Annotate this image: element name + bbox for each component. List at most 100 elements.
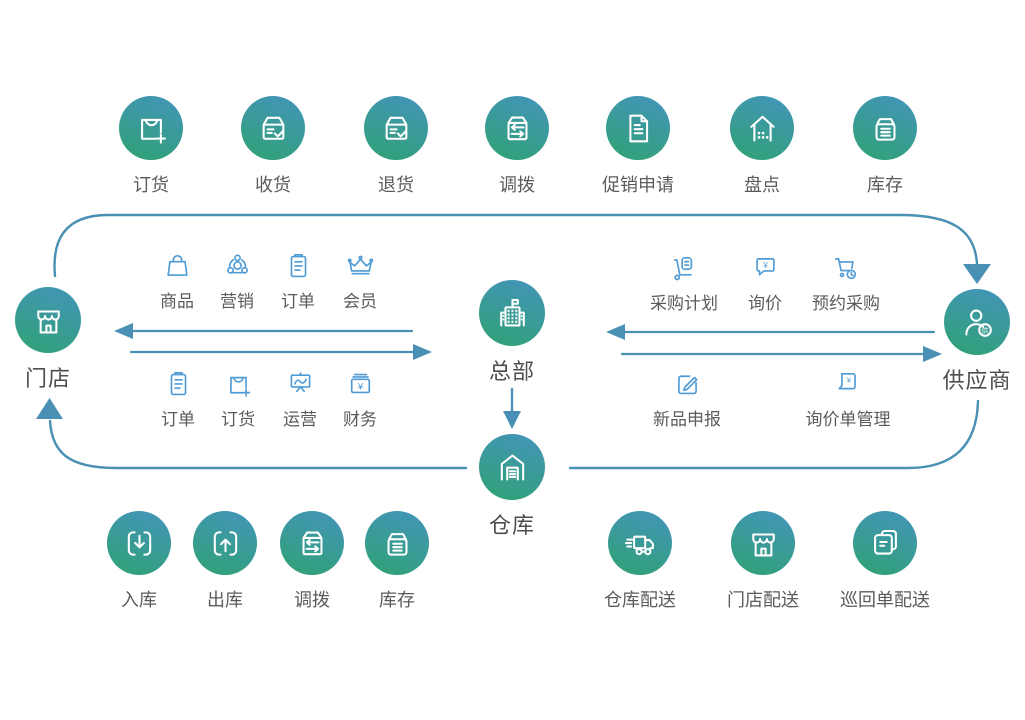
operations-board-icon [284, 368, 317, 401]
inbound-arrow-icon [107, 511, 171, 575]
loop-bottom-left-path [48, 419, 468, 470]
mini-label: 运营 [283, 410, 317, 429]
node-label: 入库 [121, 590, 157, 610]
loop-arrowhead-to-supplier [963, 264, 991, 284]
node-tour-order-delivery: 巡回单配送 [815, 511, 955, 612]
node-label: 仓库配送 [604, 590, 676, 610]
promotion-doc-icon [606, 96, 670, 160]
node-warehouse-delivery: 仓库配送 [570, 511, 710, 612]
transfer-box-icon [485, 96, 549, 160]
node-ordering: 订货 [81, 96, 221, 197]
loop-top-path [53, 213, 979, 278]
node-inbound: 入库 [69, 511, 209, 612]
hub-supplier: 供 供应商 [907, 289, 1025, 395]
storefront-icon [15, 287, 81, 353]
loop-bottom-right-path [568, 399, 980, 470]
node-receiving: 收货 [203, 96, 343, 197]
mini-marketing: 营销 [177, 250, 297, 312]
node-label: 促销申请 [602, 175, 674, 195]
hub-label: 供应商 [942, 368, 1012, 393]
svg-text:¥: ¥ [356, 382, 363, 393]
node-label: 巡回单配送 [840, 590, 930, 610]
node-label: 订货 [133, 175, 169, 195]
hub-label: 仓库 [488, 513, 535, 538]
order-bag-plus-icon [119, 96, 183, 160]
return-box-icon [364, 96, 428, 160]
order-list-icon [162, 368, 195, 401]
transfer-box-icon [280, 511, 344, 575]
mini-label: 订单 [161, 410, 195, 429]
hq-warehouse-arrowhead [503, 411, 521, 429]
mini-label: 预约采购 [812, 294, 880, 313]
mini-label: 询价单管理 [805, 410, 891, 429]
store-hq-right-arrowhead [413, 344, 432, 360]
store-delivery-icon [731, 511, 795, 575]
mini-purchase-plan: 采购计划 [624, 252, 744, 314]
member-crown-icon [344, 250, 377, 283]
hq-supplier-right-arrowhead [923, 346, 942, 362]
hq-supplier-left-arrowhead [606, 324, 625, 340]
mini-reserve-purchase: 预约采购 [786, 252, 906, 314]
mini-label: 订货 [221, 410, 255, 429]
order-list-icon [282, 250, 315, 283]
mini-ordering: 订货 [178, 368, 298, 430]
mini-label: 财务 [343, 410, 377, 429]
inquiry-bubble-icon: ¥ [749, 252, 782, 285]
mini-inquiry: ¥ 询价 [705, 252, 825, 314]
svg-text:¥: ¥ [846, 375, 851, 384]
outbound-arrow-icon [193, 511, 257, 575]
node-store-delivery: 门店配送 [693, 511, 833, 612]
marketing-group-icon [221, 250, 254, 283]
stacked-docs-icon [853, 511, 917, 575]
mini-goods: 商品 [117, 250, 237, 312]
hq-building-icon [479, 280, 545, 346]
hub-headquarters: 总部 [442, 280, 582, 386]
node-label: 调拨 [294, 590, 330, 610]
svg-text:¥: ¥ [762, 261, 768, 270]
mini-label: 新品申报 [653, 410, 721, 429]
hub-store: 门店 [0, 287, 118, 393]
node-label: 库存 [379, 590, 415, 610]
mini-label: 会员 [343, 292, 377, 311]
node-inventory-2: 库存 [327, 511, 467, 612]
mini-label: 询价 [748, 294, 782, 313]
supplier-person-icon: 供 [944, 289, 1010, 355]
inventory-box-icon [853, 96, 917, 160]
mini-operations: 运营 [240, 368, 360, 430]
mini-finance: ¥ 财务 [300, 368, 420, 430]
node-label: 库存 [867, 175, 903, 195]
finance-cash-icon: ¥ [344, 368, 377, 401]
node-outbound: 出库 [155, 511, 295, 612]
node-stocktake: 盘点 [692, 96, 832, 197]
loop-arrowhead-to-store [36, 398, 63, 419]
reserve-purchase-icon [830, 252, 863, 285]
new-product-edit-icon [671, 368, 704, 401]
mini-inquiry-doc-mgmt: ¥ 询价单管理 [788, 368, 908, 430]
svg-text:供: 供 [981, 325, 988, 334]
delivery-truck-icon [608, 511, 672, 575]
mini-order-2: 订单 [118, 368, 238, 430]
node-label: 盘点 [744, 175, 780, 195]
store-hq-left-arrowhead [114, 323, 133, 339]
order-bag-plus-icon [222, 368, 255, 401]
hub-label: 总部 [488, 359, 535, 384]
node-inventory: 库存 [815, 96, 955, 197]
mini-label: 营销 [220, 292, 254, 311]
inquiry-doc-icon: ¥ [832, 368, 865, 401]
mini-order: 订单 [238, 250, 358, 312]
node-label: 调拨 [499, 175, 535, 195]
purchase-plan-icon [668, 252, 701, 285]
node-label: 退货 [378, 175, 414, 195]
mini-new-product: 新品申报 [627, 368, 747, 430]
node-label: 收货 [255, 175, 291, 195]
inventory-box-icon [365, 511, 429, 575]
mini-label: 订单 [281, 292, 315, 311]
mini-label: 采购计划 [650, 294, 718, 313]
stocktake-house-icon [730, 96, 794, 160]
node-transfer: 调拨 [447, 96, 587, 197]
goods-bag-icon [161, 250, 194, 283]
hub-label: 门店 [24, 366, 71, 391]
node-label: 出库 [207, 590, 243, 610]
